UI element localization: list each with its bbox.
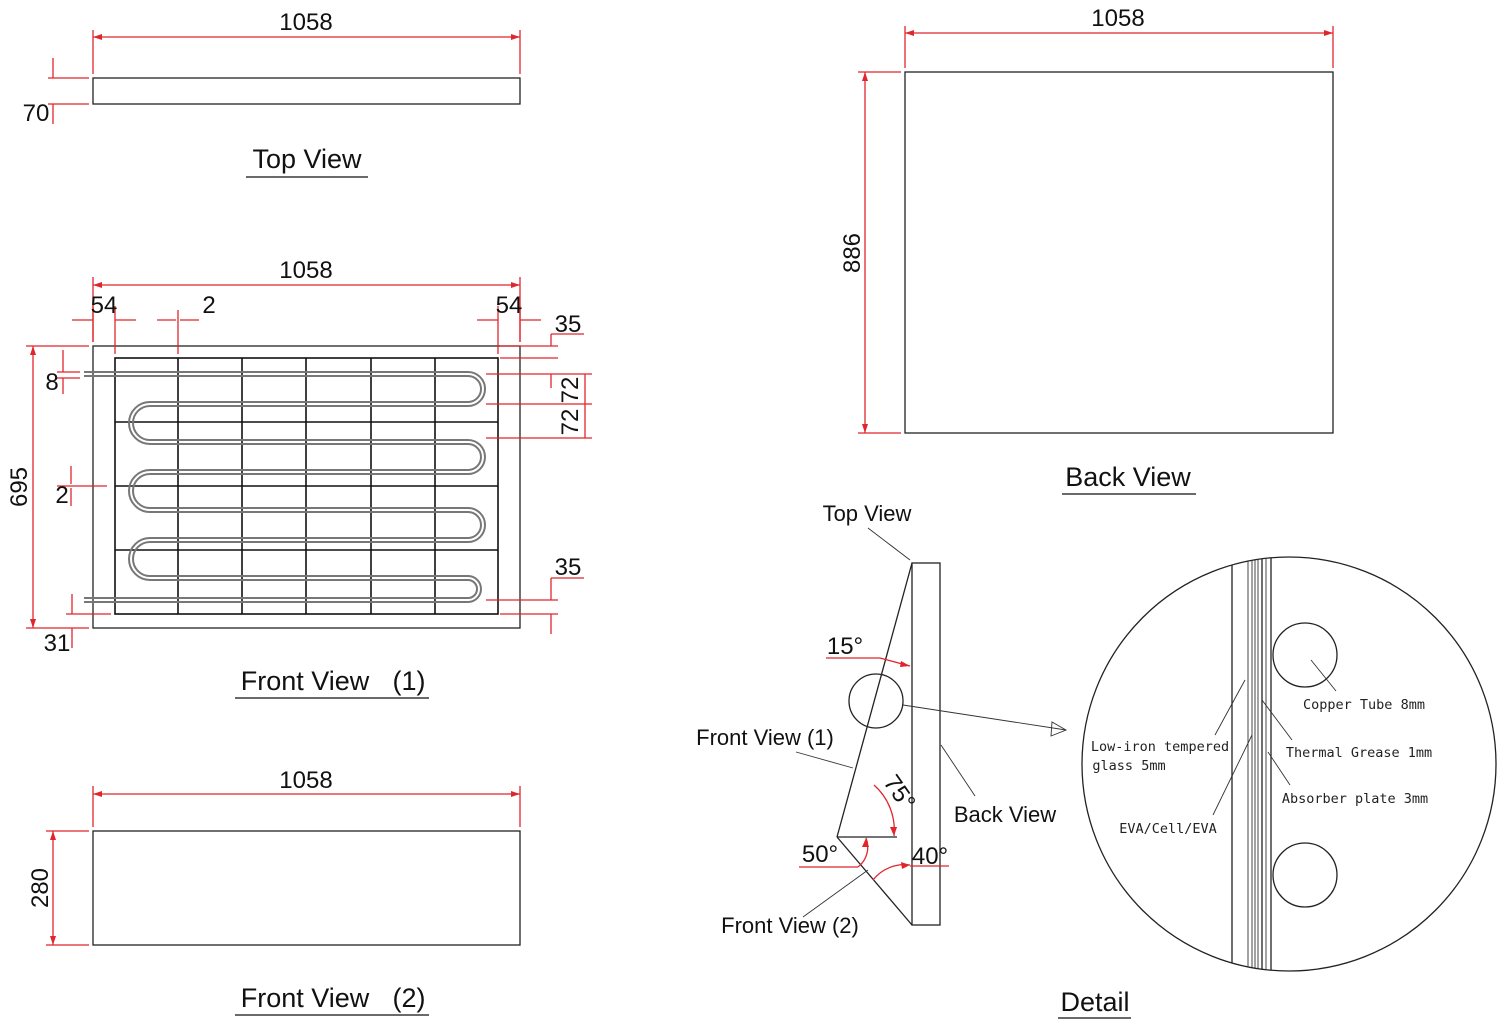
front-view-2-caption-number: (2) [393,983,426,1013]
front-view-1-caption: Front View [241,666,370,696]
glass-label-line-1: Low-iron tempered [1091,739,1229,755]
front-view-height-dim: 695 [6,467,33,507]
front-view-frame [92,345,521,629]
left-margin-dim: 54 [91,292,118,319]
tube-diameter-dim: 8 [45,369,58,396]
glass-label-line-2: glass 5mm [1092,758,1165,774]
detail-callout-circle [848,673,904,729]
front-view-2-caption: Front View [241,983,370,1013]
copper-tube-label: Copper Tube 8mm [1303,697,1425,713]
side-front-view-1-label: Front View (1) [696,725,834,750]
side-top-view-label: Top View [823,501,912,526]
top-view-height-dim: 70 [23,100,50,127]
back-view: 1058 886 Back View [839,5,1334,495]
back-view-width-dim: 1058 [1091,5,1144,32]
top-view-caption: Top View [252,144,362,174]
front-view-2: 1058 280 Front View (2) [27,767,521,1016]
serpentine-copper-tube [84,371,486,603]
front-view-2-height-dim: 280 [27,868,54,908]
angle-50-label: 50° [802,841,838,868]
front-view-2-panel [92,830,521,946]
angle-15-label: 15° [827,633,863,660]
front-view-1-caption-number: (1) [393,666,426,696]
copper-tube-lower [1272,842,1338,908]
front-view-2-width-dim: 1058 [279,767,332,794]
top-view: 1058 70 Top View [23,9,521,178]
thermal-grease-label: Thermal Grease 1mm [1286,745,1432,761]
angle-75-label: 75° [878,770,921,815]
bottom-margin-dim: 31 [44,630,71,657]
top-offset-dim: 35 [555,311,582,338]
angle-40-label: 40° [912,843,948,870]
side-front-view-2-label: Front View (2) [721,913,859,938]
right-margin-dim: 54 [496,292,523,319]
side-back-view-label: Back View [954,802,1056,827]
tube-pitch-dim-b: 72 [557,409,584,436]
side-view: Top View Front View (1) Back View Front … [696,501,1068,938]
eva-cell-label: EVA/Cell/EVA [1119,821,1217,837]
detail-view: Copper Tube 8mm Thermal Grease 1mm Absor… [1058,556,1497,1019]
detail-circle [1081,556,1497,972]
front-view-1: 1058 54 2 54 35 72 72 [6,257,592,699]
top-view-panel [92,77,521,105]
mid-gap-dim: 2 [55,482,68,509]
front-view-width-dim: 1058 [279,257,332,284]
cell-gap-dim: 2 [202,292,215,319]
back-view-panel [904,71,1334,434]
absorber-plate-label: Absorber plate 3mm [1282,791,1428,807]
pv-cell-grid [114,357,499,615]
top-view-width-dim: 1058 [279,9,332,36]
tube-pitch-dim-a: 72 [557,377,584,404]
side-panel [911,562,941,926]
back-view-caption: Back View [1065,462,1191,492]
back-view-height-dim: 886 [839,233,866,273]
copper-tube-upper [1272,622,1338,688]
detail-caption: Detail [1060,987,1129,1017]
bottom-offset-dim: 35 [555,554,582,581]
